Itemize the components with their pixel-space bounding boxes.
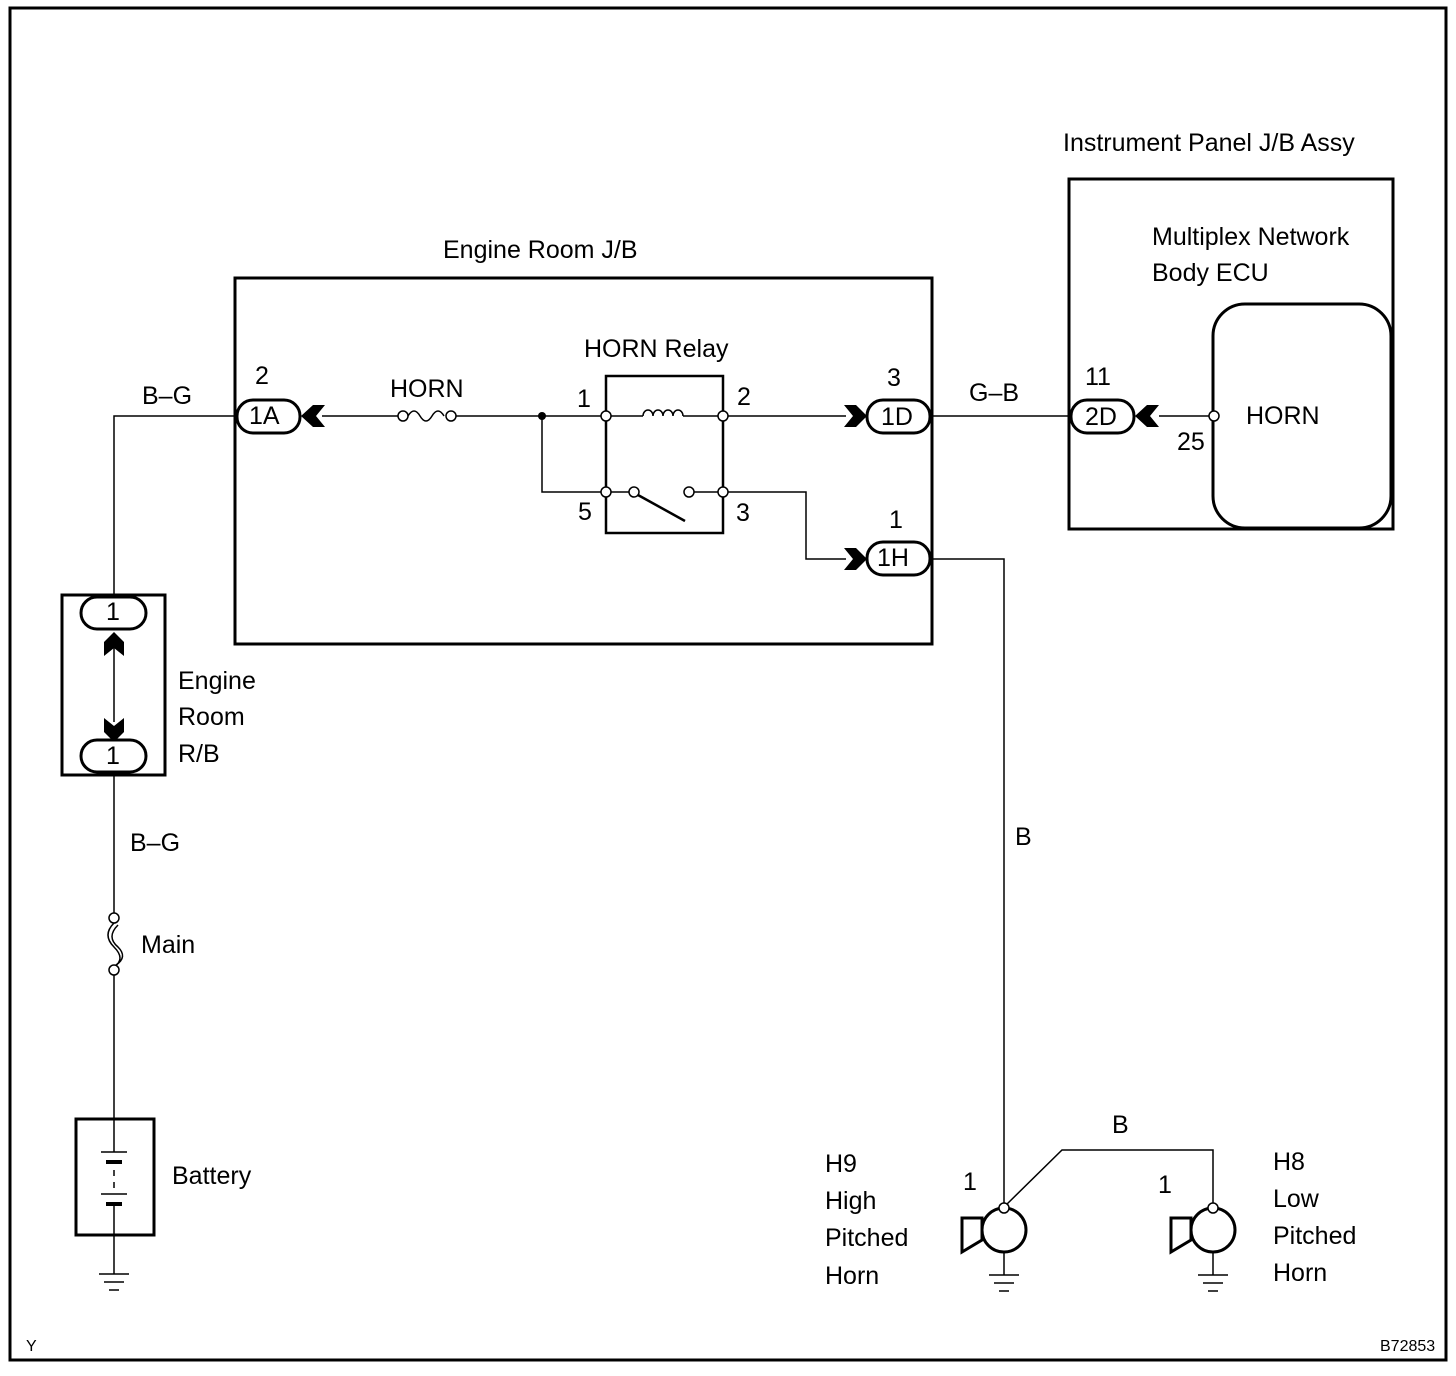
relay-pin-1-label: 1 <box>577 385 591 413</box>
instrument-panel-jb-label: Instrument Panel J/B Assy <box>1063 129 1355 157</box>
engine-room-rb-arrow-up <box>104 632 124 656</box>
h8-pin-terminal <box>1207 1202 1219 1214</box>
main-fuse-label: Main <box>141 931 195 959</box>
engine-room-rb-connector-top <box>79 595 148 631</box>
ecu-pin-25-terminal <box>1208 410 1220 422</box>
h9-label-line2: High <box>825 1187 876 1215</box>
connector-1A-label: 1A <box>249 402 280 430</box>
instrument-panel-jb-box <box>1067 177 1395 531</box>
engine-room-jb-box <box>233 276 934 646</box>
connector-1D-arrow <box>844 405 867 427</box>
connector-1H-arrow <box>844 548 867 570</box>
relay-pin-2-terminal <box>717 410 729 422</box>
connector-1A-arrow <box>301 405 325 427</box>
wire-b-g-upper <box>113 415 237 597</box>
horn-fuse-symbol <box>397 410 457 422</box>
wire-b-g-lower-label: B–G <box>130 829 180 857</box>
horn-relay-label: HORN Relay <box>584 335 729 363</box>
wire-b-between-horns <box>1003 1149 1214 1208</box>
horn-relay-box <box>604 374 725 535</box>
h9-pin-terminal <box>998 1202 1010 1214</box>
connector-1H-pin-label: 1 <box>889 506 903 534</box>
connector-2D-arrow <box>1135 405 1159 427</box>
h8-label-line4: Horn <box>1273 1259 1327 1287</box>
connector-2D-pin-label: 11 <box>1085 363 1111 391</box>
h9-label-line4: Horn <box>825 1262 879 1290</box>
h9-label-line3: Pitched <box>825 1224 908 1252</box>
engine-room-rb-label-line2: Room <box>178 703 245 731</box>
wire-b-to-horns <box>930 558 1005 1204</box>
connector-1D-pin-label: 3 <box>887 364 901 392</box>
relay-pin-5-label: 5 <box>578 498 592 526</box>
engine-room-rb-label-line3: R/B <box>178 740 220 768</box>
battery-label: Battery <box>172 1162 252 1190</box>
figure-code: B72853 <box>1380 1338 1435 1355</box>
connector-1D <box>865 398 932 435</box>
relay-pin-2-label: 2 <box>737 383 751 411</box>
wire-b-vertical-label: B <box>1015 823 1032 851</box>
engine-room-rb-connector-top-label: 1 <box>106 598 120 626</box>
ecu-pin-25-label: 25 <box>1177 428 1205 456</box>
battery-box <box>74 1117 156 1237</box>
connector-1D-label: 1D <box>881 403 913 431</box>
engine-room-rb-label-line1: Engine <box>178 667 256 695</box>
wire-g-b-label: G–B <box>969 379 1019 407</box>
battery-ground-icon <box>99 1235 129 1291</box>
wire-b-horns-label: B <box>1112 1111 1129 1139</box>
relay-pin-3-label: 3 <box>736 499 750 527</box>
connector-1A-pin-label: 2 <box>255 362 269 390</box>
multiplex-ecu-label-line1: Multiplex Network <box>1152 223 1350 251</box>
battery-cell-symbol <box>101 1119 127 1235</box>
connector-1H-label: 1H <box>877 544 909 572</box>
h8-label-line3: Pitched <box>1273 1222 1356 1250</box>
engine-room-jb-label: Engine Room J/B <box>443 236 638 264</box>
main-fuse-symbol <box>107 912 124 976</box>
h9-high-pitched-horn-icon <box>960 1206 1028 1292</box>
diagram-frame <box>8 6 1448 1362</box>
h9-pin-label: 1 <box>963 1168 977 1196</box>
h8-label-line2: Low <box>1273 1185 1320 1213</box>
engine-room-rb-connector-bottom-label: 1 <box>106 742 120 770</box>
h8-low-pitched-horn-icon <box>1169 1206 1237 1292</box>
corner-code-left: Y <box>26 1338 37 1355</box>
multiplex-ecu-label-line2: Body ECU <box>1152 259 1269 287</box>
relay-pin-3-terminal <box>717 486 729 498</box>
relay-pin-5-terminal <box>600 486 612 498</box>
h8-label-line1: H8 <box>1273 1148 1305 1176</box>
engine-room-rb-arrow-down <box>104 718 124 742</box>
h9-label-line1: H9 <box>825 1150 857 1178</box>
wire-b-g-upper-label: B–G <box>142 382 192 410</box>
relay-pin-1-terminal <box>600 410 612 422</box>
ecu-horn-terminal-label: HORN <box>1246 402 1320 430</box>
connector-2D-label: 2D <box>1085 403 1117 431</box>
relay-switch-symbol <box>611 486 718 523</box>
engine-room-jb-wiring <box>322 412 846 560</box>
relay-coil-symbol <box>611 409 718 417</box>
horn-fuse-label: HORN <box>390 375 464 403</box>
h8-pin-label: 1 <box>1158 1171 1172 1199</box>
